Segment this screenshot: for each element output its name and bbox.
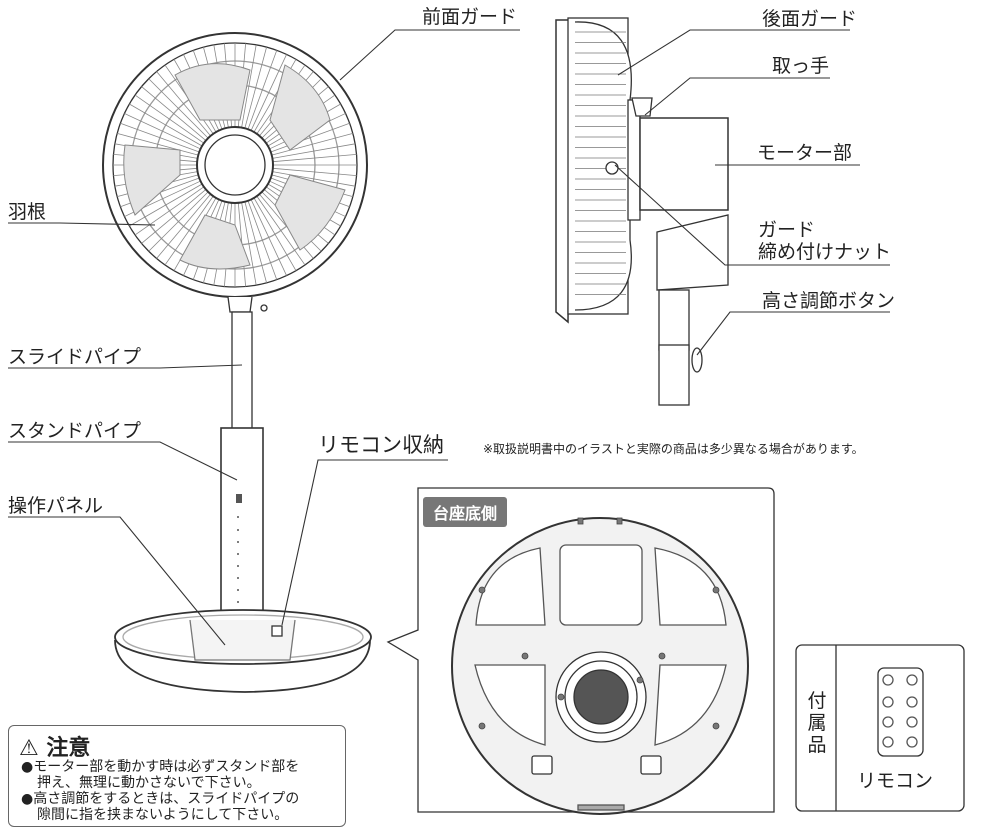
label-stand-pipe: スタンドパイプ — [8, 420, 142, 442]
guard-spoke — [247, 200, 278, 280]
guard-spoke — [244, 201, 267, 283]
slide-pipe — [231, 311, 253, 431]
accessory-name: リモコン — [857, 770, 934, 792]
caution-box: ⚠ 注意 ●モーター部を動かす時は必ずスタンド部を 押え、無理に動かさないで下さ… — [8, 725, 346, 827]
guard-spoke — [272, 143, 356, 159]
label-guard-nut-line2: 締め付けナット — [758, 241, 892, 263]
guard-spoke — [247, 50, 278, 130]
caution-line: ●モーター部を動かす時は必ずスタンド部を — [21, 759, 300, 775]
guard-spoke — [256, 195, 306, 266]
accessory-char: 品 — [807, 734, 827, 756]
guard-spoke — [250, 199, 287, 276]
label-guard-nut-line1: ガード — [758, 219, 816, 241]
guard-spoke — [141, 189, 207, 244]
label-rear-guard: 後面ガード — [762, 8, 858, 30]
label-handle: 取っ手 — [772, 55, 830, 77]
guard-spoke — [124, 113, 201, 150]
blades — [123, 63, 346, 270]
guard-spoke — [134, 94, 205, 144]
guard-spoke — [272, 153, 357, 163]
base-bottom-tag: 台座底側 — [423, 497, 508, 527]
guard-spoke — [129, 103, 203, 147]
guard-spoke — [156, 193, 211, 259]
fan-base — [114, 609, 372, 693]
fan-side-view — [555, 17, 729, 406]
guard-spoke — [120, 122, 200, 153]
guard-spoke — [272, 171, 356, 187]
label-remote-storage: リモコン収納 — [318, 433, 444, 457]
label-blade: 羽根 — [8, 201, 47, 223]
accessory-box — [795, 644, 965, 812]
caution-title-text: 注意 — [46, 736, 91, 761]
guard-spoke — [250, 54, 287, 131]
accessory-char: 属 — [807, 712, 827, 734]
guard-spoke — [117, 133, 199, 156]
warning-triangle-icon: ⚠ — [19, 736, 39, 761]
accessory-vertical-label: 付 属 品 — [806, 690, 828, 756]
leader-lines — [8, 29, 890, 646]
stand-pipe — [220, 427, 264, 639]
guard-spoke — [164, 195, 214, 266]
caution-line: 押え、無理に動かさないで下さい。 — [37, 775, 261, 791]
guard-spoke — [271, 133, 353, 156]
disclaimer-note: ※取扱説明書中のイラストと実際の商品は多少異なる場合があります。 — [483, 442, 864, 456]
label-control-panel: 操作パネル — [8, 495, 104, 517]
base-bottom-panel — [386, 487, 775, 815]
fan-hub — [196, 126, 274, 204]
caution-line: ●高さ調節をするときは、スライドパイプの — [21, 791, 300, 807]
guard-spoke — [270, 122, 350, 153]
guard-spoke — [241, 202, 257, 286]
guard-spoke — [129, 183, 203, 227]
label-front-guard: 前面ガード — [422, 6, 518, 28]
guard-spoke — [134, 186, 205, 236]
guard-spoke — [241, 44, 257, 128]
caution-title: ⚠ 注意 — [19, 730, 90, 762]
label-height-button: 高さ調節ボタン — [762, 290, 896, 312]
guard-spoke — [156, 71, 211, 137]
guard-spoke — [148, 78, 209, 139]
caution-line: 隙間に指を挟まないようにして下さい。 — [37, 807, 289, 823]
guard-spoke — [272, 167, 357, 177]
guard-spoke — [244, 47, 267, 129]
guard-spoke — [141, 86, 207, 141]
remote-control — [877, 667, 924, 757]
label-motor: モーター部 — [757, 142, 853, 164]
guard-spoke — [148, 191, 209, 252]
label-slide-pipe: スライドパイプ — [8, 346, 142, 368]
accessory-char: 付 — [807, 690, 827, 712]
guard-spoke — [253, 197, 297, 271]
